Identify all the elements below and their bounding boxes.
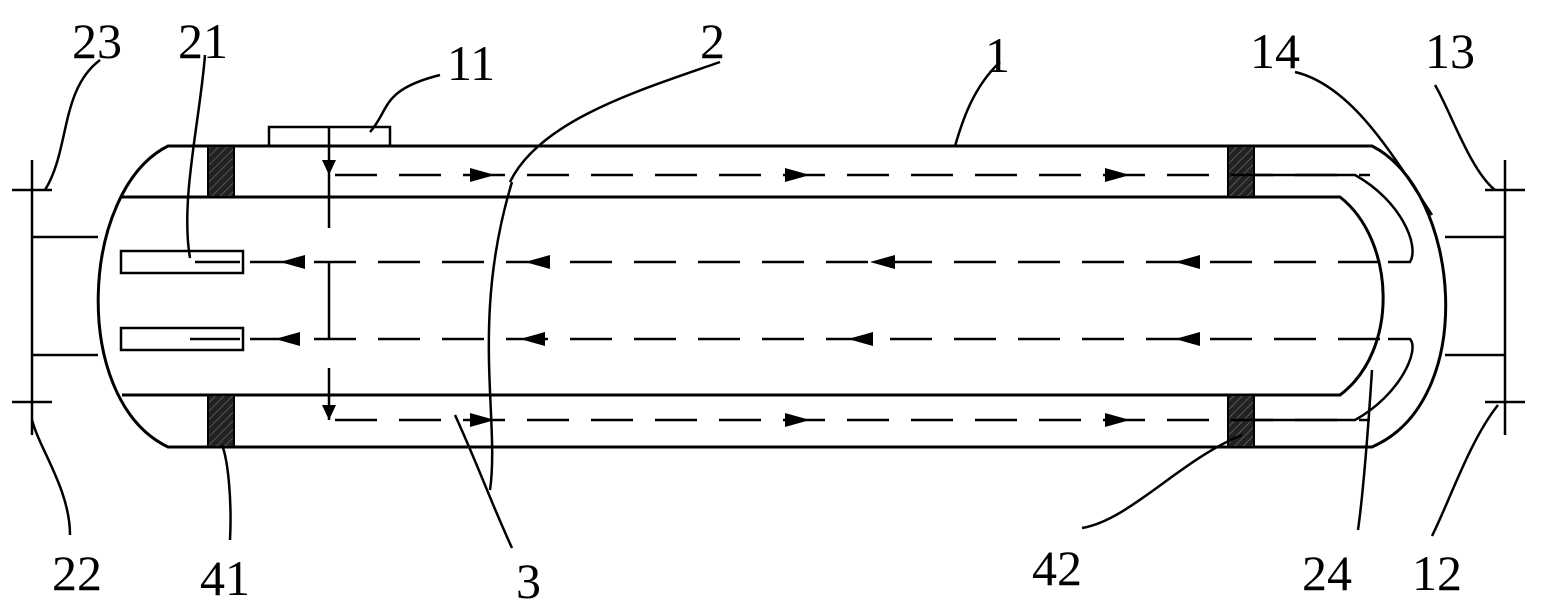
- label-1: 1: [985, 27, 1010, 83]
- label-11: 11: [447, 35, 495, 91]
- label-3: 3: [516, 553, 541, 609]
- label-23: 23: [72, 13, 122, 69]
- label-41: 41: [200, 550, 250, 606]
- label-21: 21: [178, 13, 228, 69]
- inlet-slot-lower: [119, 326, 245, 352]
- seal-41-top: [207, 145, 235, 198]
- label-13: 13: [1425, 23, 1475, 79]
- label-24: 24: [1302, 545, 1352, 601]
- leader-lines: [30, 54, 1499, 549]
- label-14: 14: [1250, 23, 1300, 79]
- label-42: 42: [1032, 540, 1082, 596]
- label-12: 12: [1412, 545, 1462, 601]
- outer-shell: [96, 144, 1448, 449]
- inlet-slot-upper: [119, 249, 245, 275]
- return-bend-upper: [1255, 173, 1414, 264]
- inner-tube: [122, 195, 1385, 397]
- label-2: 2: [700, 13, 725, 69]
- label-22: 22: [52, 545, 102, 601]
- flow-arrows: [275, 160, 1200, 427]
- return-bend-lower: [1255, 337, 1414, 422]
- seal-41-bottom: [207, 394, 235, 448]
- right-end-fitting: [1445, 160, 1525, 435]
- left-end-fitting: [12, 160, 98, 435]
- seal-42-top: [1227, 145, 1255, 198]
